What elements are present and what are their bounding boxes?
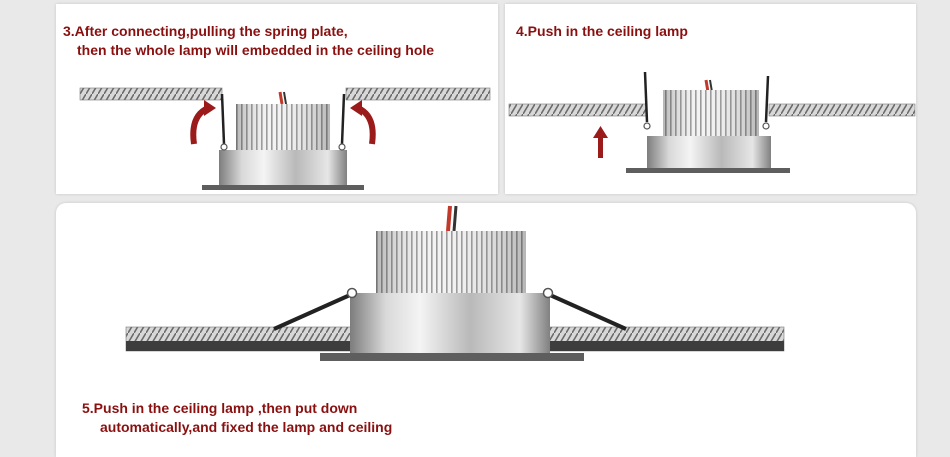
ceiling-right [768, 103, 916, 117]
lamp-body [350, 293, 550, 353]
step-5-panel: 5.Push in the ceiling lamp ,then put dow… [56, 203, 916, 457]
spring-left [643, 71, 649, 123]
step-5-caption-line1: 5.Push in the ceiling lamp ,then put dow… [82, 400, 358, 416]
wire [278, 91, 284, 105]
lamp-body [219, 150, 347, 185]
step-3-caption-line2: then the whole lamp will embedded in the… [77, 42, 435, 58]
step-4-panel: 4.Push in the ceiling lamp [505, 4, 916, 194]
step-4-caption-line1: 4.Push in the ceiling lamp [516, 23, 688, 39]
step-3-caption: 3.After connecting,pulling the spring pl… [63, 22, 434, 60]
step-5-caption-line2: automatically,and fixed the lamp and cei… [100, 419, 393, 435]
ceiling-left [508, 103, 648, 117]
spring-right [764, 75, 770, 123]
step-3-illustration [79, 87, 491, 190]
lamp-flange [202, 185, 364, 190]
step-5-illustration [125, 205, 785, 361]
spring-left [273, 293, 351, 331]
lamp-flange [320, 353, 584, 361]
lamp-flange [626, 168, 790, 173]
arrow-up [598, 136, 603, 158]
spring-left [220, 93, 226, 145]
spring-right [340, 93, 346, 145]
lamp-body [647, 136, 771, 168]
ceiling-right [345, 87, 491, 101]
spring-right [549, 293, 627, 331]
step-3-caption-line1: 3.After connecting,pulling the spring pl… [63, 23, 348, 39]
step-4-illustration [508, 71, 916, 173]
step-4-caption: 4.Push in the ceiling lamp [516, 22, 688, 41]
step-3-panel: 3.After connecting,pulling the spring pl… [56, 4, 498, 194]
step-5-caption: 5.Push in the ceiling lamp ,then put dow… [82, 399, 392, 437]
ceiling-left [79, 87, 223, 101]
wire [446, 205, 452, 232]
